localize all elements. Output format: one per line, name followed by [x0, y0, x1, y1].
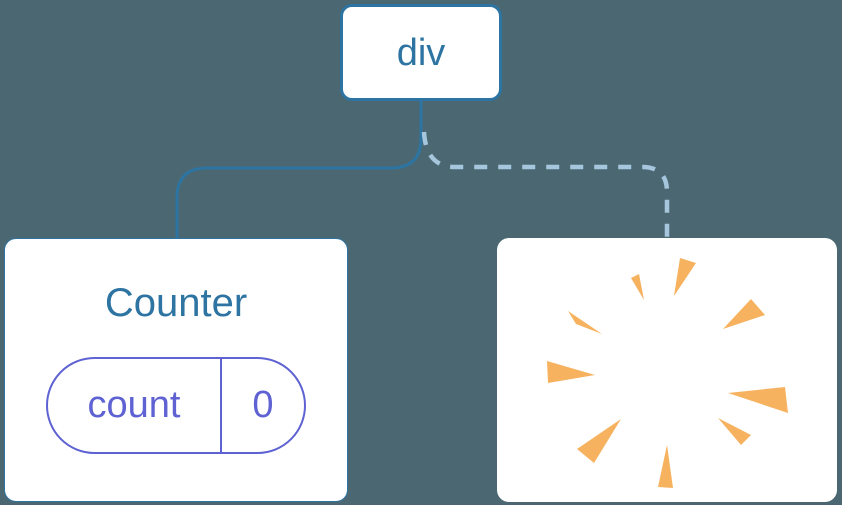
poof-ray — [728, 387, 788, 413]
poof-ray — [631, 274, 644, 300]
root-node-div: div — [340, 4, 502, 101]
poof-ray — [658, 445, 673, 488]
state-pill: count 0 — [46, 357, 306, 454]
poof-ray — [723, 299, 765, 329]
poof-starburst-icon — [547, 258, 788, 488]
counter-title: Counter — [104, 281, 248, 325]
removed-component-card — [497, 238, 837, 502]
counter-component-card: Counter count 0 — [4, 238, 348, 502]
poof-ray — [577, 419, 621, 463]
poof-ray — [568, 311, 602, 334]
poof-ray — [674, 258, 696, 296]
connector-solid-line — [175, 101, 423, 238]
root-node-label: div — [396, 31, 446, 74]
poof-ray — [547, 361, 595, 383]
poof-ray — [718, 418, 751, 445]
connector-dashed-line — [421, 131, 670, 238]
state-value: 0 — [220, 359, 304, 452]
state-name: count — [87, 384, 181, 426]
